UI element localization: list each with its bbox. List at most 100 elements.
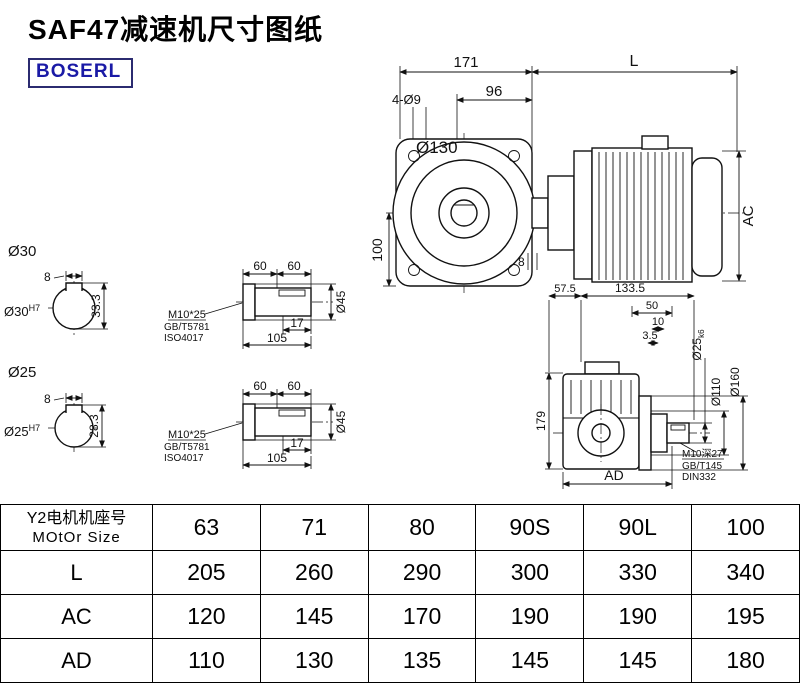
dim-dia45-2: Ø45 bbox=[255, 403, 348, 441]
table-row-AC: AC 120 145 170 190 190 195 bbox=[0, 594, 800, 639]
col-header: 80 bbox=[367, 504, 477, 551]
table-cell: 300 bbox=[475, 550, 585, 595]
bolt-note: M10*25 bbox=[168, 429, 206, 441]
coupling bbox=[531, 175, 575, 251]
dim-key-width-30: 8 bbox=[44, 270, 83, 284]
technical-drawing: 171 L 96 4-Ø9 bbox=[4, 53, 757, 489]
notes-1: M10*25 GB/T5781 ISO4017 bbox=[164, 302, 243, 344]
dim-17-2: 17 bbox=[282, 436, 312, 454]
dim-10: 10 bbox=[651, 316, 665, 332]
shaft-dia-label: Ø25k6 bbox=[690, 329, 706, 361]
table-cell: 135 bbox=[367, 638, 477, 683]
dim-label-60a: 60 bbox=[253, 379, 267, 393]
table-cell: 145 bbox=[475, 638, 585, 683]
table-cell: 145 bbox=[583, 638, 693, 683]
std-note-1: GB/T5781 bbox=[164, 442, 210, 453]
dims-60-60-1: 60 60 bbox=[242, 259, 312, 289]
dim-label-10: 10 bbox=[652, 316, 664, 328]
dim-133-5: 133.5 bbox=[580, 281, 695, 420]
dim-label-17: 17 bbox=[290, 316, 304, 330]
motor-outline bbox=[573, 135, 723, 283]
dim-label-keyd25: 28.3 bbox=[87, 414, 101, 438]
flange-circle bbox=[392, 141, 536, 285]
std-note-1: GB/T5781 bbox=[164, 322, 210, 333]
bore30-title: Ø30 bbox=[8, 243, 36, 260]
col-header: 90S bbox=[475, 504, 585, 551]
dim-label-50: 50 bbox=[646, 300, 658, 312]
bore25-tolerance-label: Ø25H7 bbox=[4, 423, 40, 439]
bore-section-25: Ø25 8 28.3 Ø25H7 bbox=[4, 364, 106, 453]
table-row-L: L 205 260 290 300 330 340 bbox=[0, 550, 800, 595]
std-note-2: ISO4017 bbox=[164, 333, 204, 344]
dim-label-3-5: 3.5 bbox=[642, 330, 657, 342]
table-cell: 170 bbox=[367, 594, 477, 639]
shaft-detail-2: 60 60 17 105 Ø45 bbox=[164, 379, 348, 469]
table-cell: 180 bbox=[691, 638, 800, 683]
col-header: 100 bbox=[691, 504, 800, 551]
dim-AD: AD bbox=[562, 446, 673, 489]
std-note-2: ISO4017 bbox=[164, 453, 204, 464]
row-label: AC bbox=[0, 594, 153, 639]
dim-label-57-5: 57.5 bbox=[554, 283, 575, 295]
dim-label-L: L bbox=[630, 53, 639, 70]
side-notes: M10深27 GB/T145 DIN332 bbox=[679, 442, 724, 483]
dim-key-depth-30: 33.3 bbox=[74, 282, 108, 330]
table-cell: 120 bbox=[152, 594, 261, 639]
table-cell: 330 bbox=[583, 550, 693, 595]
bore25-title: Ø25 bbox=[8, 364, 36, 381]
std-note-1: GB/T145 bbox=[682, 461, 722, 472]
bore30-tolerance-label: Ø30H7 bbox=[4, 303, 40, 319]
dim-100: 100 bbox=[369, 212, 396, 287]
table-cell: 130 bbox=[259, 638, 369, 683]
dim-label-105: 105 bbox=[267, 331, 287, 345]
tap-note: M10深27 bbox=[682, 448, 723, 460]
dim-label-179: 179 bbox=[534, 411, 548, 431]
dim-dia45-1: Ø45 bbox=[255, 283, 348, 321]
dim-96: 96 bbox=[456, 83, 533, 142]
row-label: AD bbox=[0, 638, 153, 683]
dim-key-depth-25: 28.3 bbox=[74, 404, 106, 448]
table-cell: 110 bbox=[152, 638, 261, 683]
gearbox-front-outline: Ø130 bbox=[392, 138, 536, 287]
table-cell: 195 bbox=[691, 594, 800, 639]
dim-label-96: 96 bbox=[486, 83, 503, 100]
table-row-AD: AD 110 130 135 145 145 180 bbox=[0, 638, 800, 683]
dim-label-keyw30: 8 bbox=[44, 270, 51, 284]
std-note-2: DIN332 bbox=[682, 472, 716, 483]
flange-bore-label: Ø110 bbox=[709, 377, 723, 406]
dim-179: 179 bbox=[534, 372, 563, 470]
page-title: SAF47减速机尺寸图纸 bbox=[28, 14, 324, 45]
dim-flange-bore: Ø110 bbox=[651, 377, 729, 456]
side-view: 57.5 133.5 50 10 3.5 bbox=[534, 281, 748, 489]
table-cell: 260 bbox=[259, 550, 369, 595]
dim-flange-dia: Ø160 bbox=[639, 367, 748, 471]
dim-17-1: 17 bbox=[282, 316, 312, 334]
dim-171: 171 bbox=[399, 54, 533, 198]
table-cell: 290 bbox=[367, 550, 477, 595]
bolt-holes-label: 4-Ø9 bbox=[392, 92, 421, 107]
dim-label-keyd30: 33.3 bbox=[89, 294, 103, 318]
motor-size-header: Y2电机机座号 MOtOr Size bbox=[0, 504, 153, 551]
dim-50: 50 bbox=[631, 300, 673, 317]
dim-label-171: 171 bbox=[453, 54, 478, 71]
dim-label-100: 100 bbox=[369, 238, 385, 262]
bore-section-30: Ø30 8 33.3 Ø30H7 bbox=[4, 243, 108, 335]
notes-2: M10*25 GB/T5781 ISO4017 bbox=[164, 422, 243, 464]
dim-57-5: 57.5 bbox=[548, 283, 582, 372]
shaft-detail-1: 60 60 17 105 Ø45 bbox=[164, 259, 348, 349]
row-label: L bbox=[0, 550, 153, 595]
dim-8-front: 8 bbox=[518, 253, 538, 270]
col-header: 63 bbox=[152, 504, 261, 551]
flange-dia-label: Ø130 bbox=[416, 138, 458, 157]
dim-label-60b: 60 bbox=[287, 379, 301, 393]
dim-label-AC: AC bbox=[740, 205, 757, 226]
table-cell: 190 bbox=[475, 594, 585, 639]
dim-L: L bbox=[531, 53, 738, 152]
table-cell: 205 bbox=[152, 550, 261, 595]
dims-60-60-2: 60 60 bbox=[242, 379, 312, 409]
dim-3-5: 3.5 bbox=[642, 330, 659, 346]
dim-label-105: 105 bbox=[267, 451, 287, 465]
dim-label-dia45: Ø45 bbox=[334, 290, 348, 313]
dim-label-8: 8 bbox=[518, 255, 525, 269]
